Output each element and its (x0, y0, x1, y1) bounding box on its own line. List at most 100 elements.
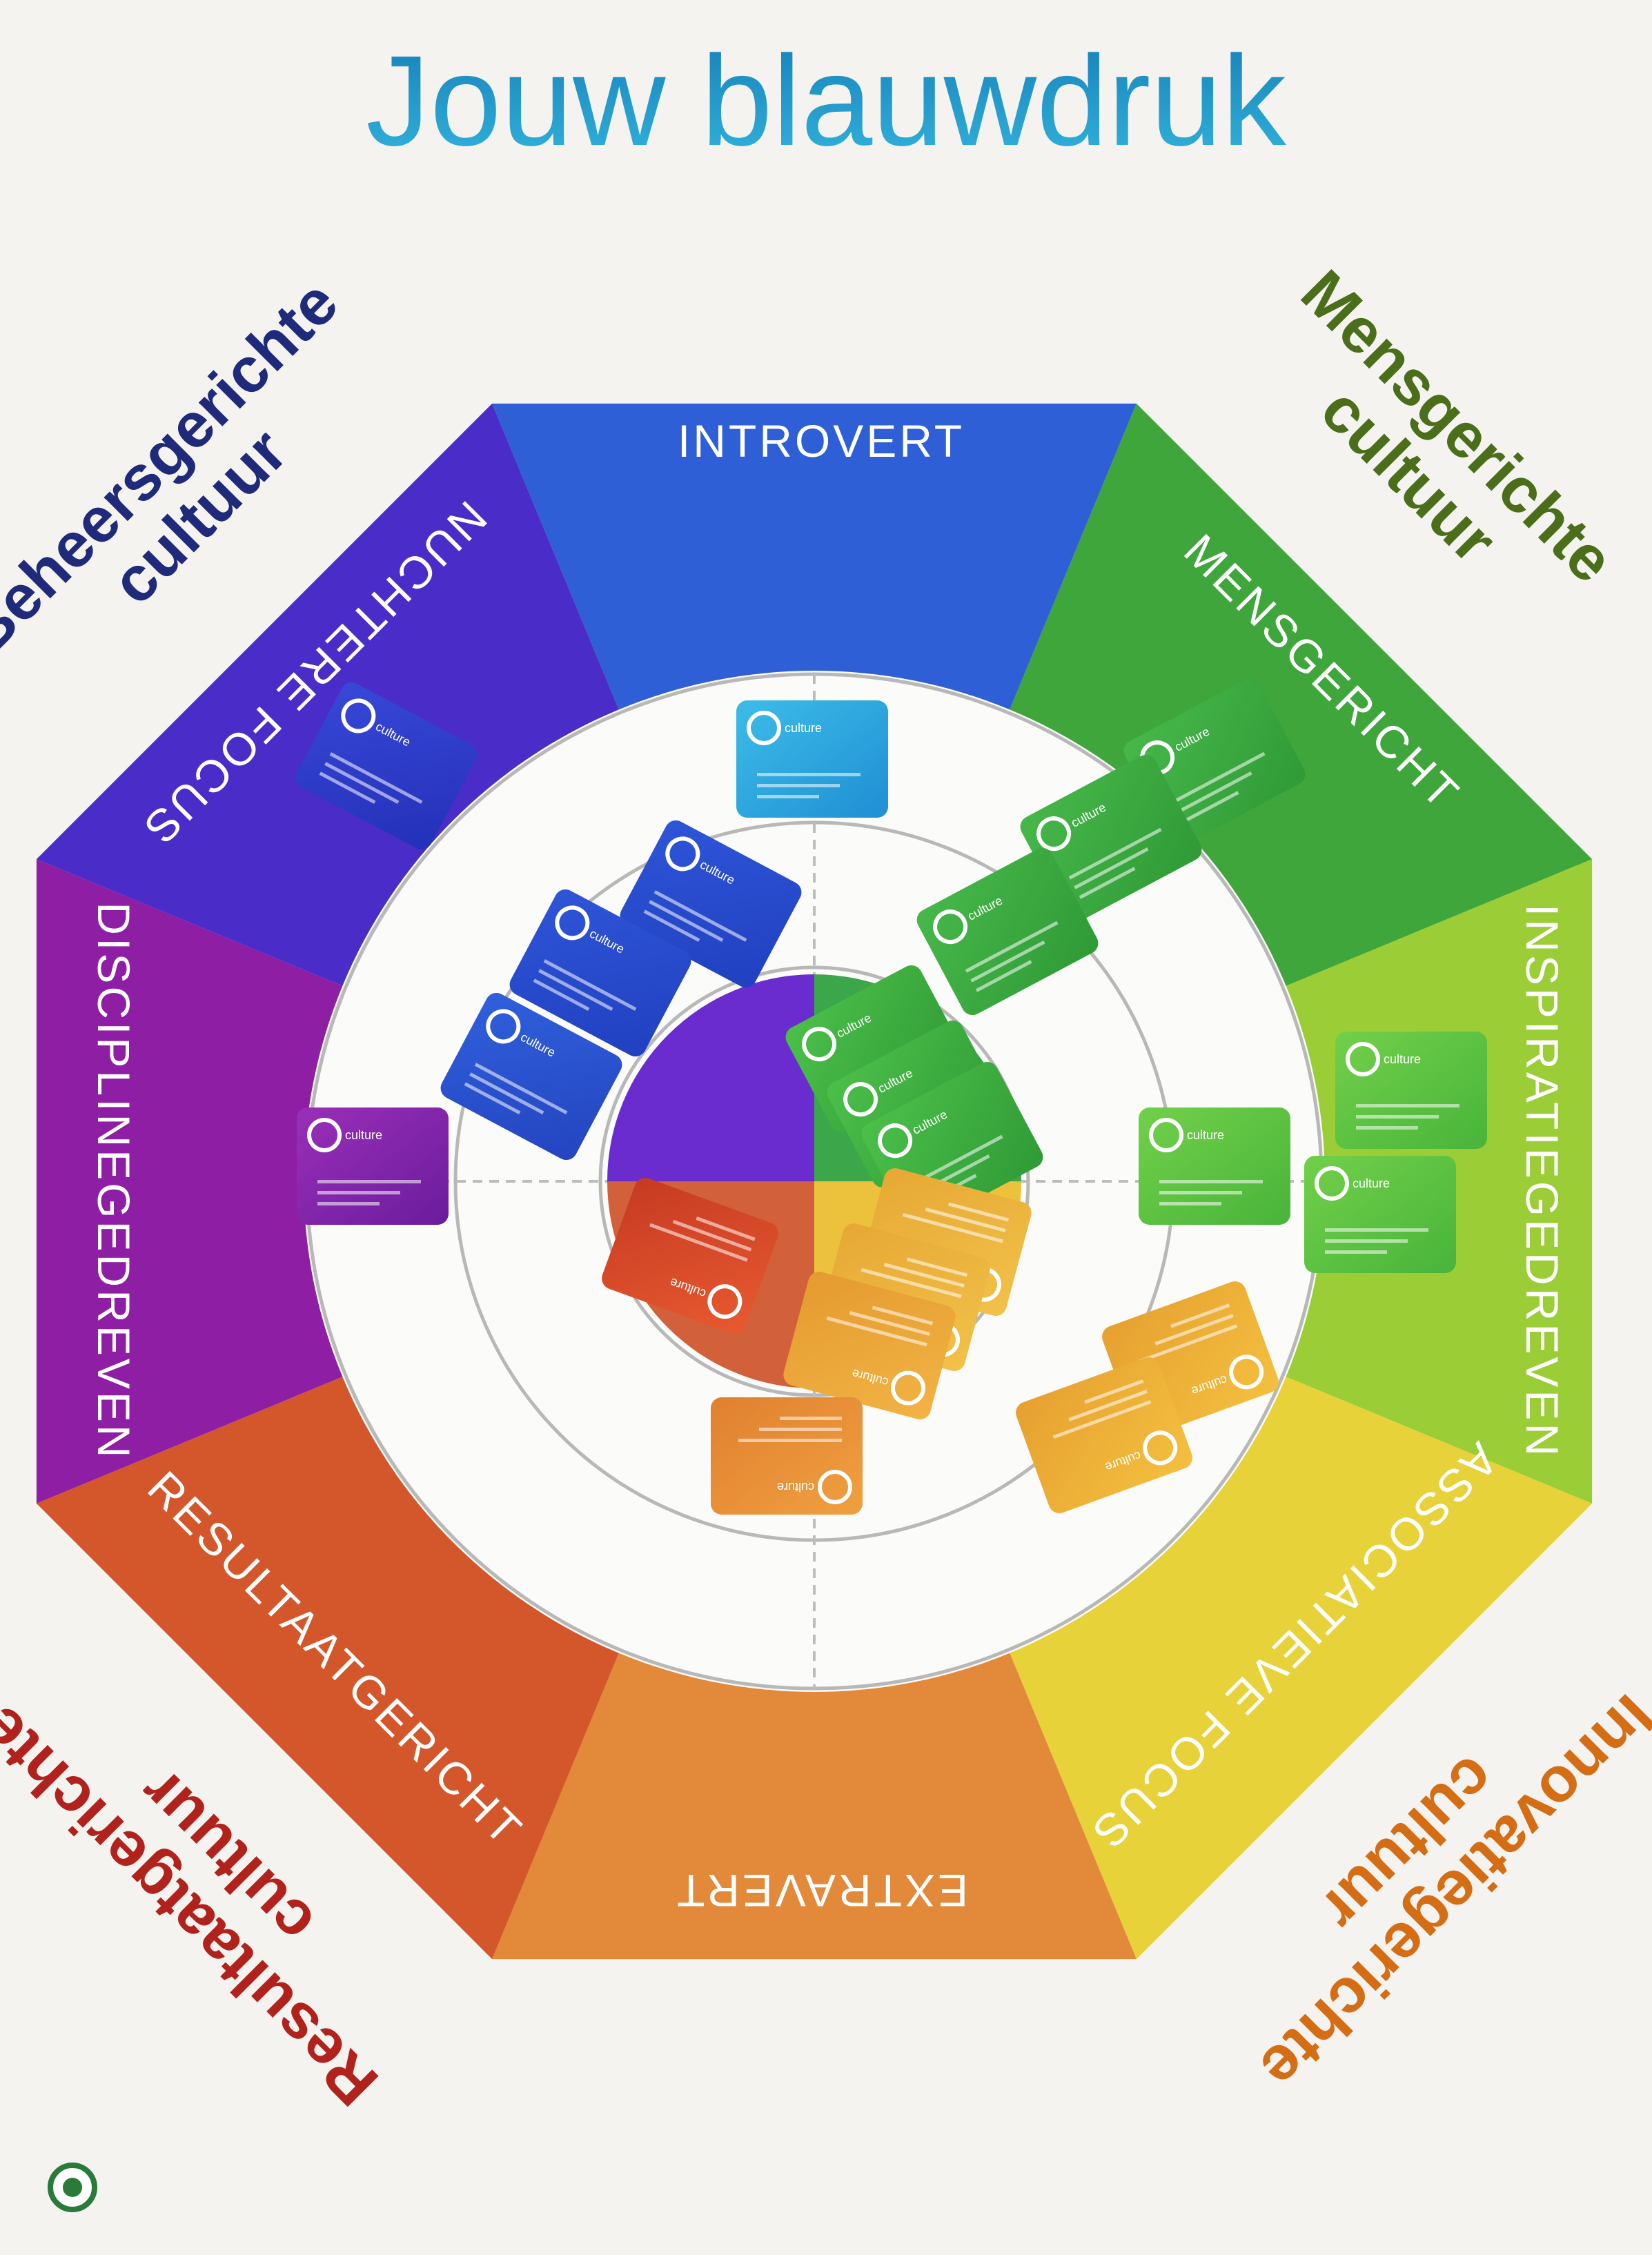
card-text-line (1159, 1180, 1263, 1183)
card-face (297, 1107, 449, 1225)
card-text-line (780, 1417, 842, 1420)
card-text-line (1159, 1191, 1242, 1194)
card-text-line (1159, 1202, 1221, 1205)
card-text-line (1325, 1228, 1428, 1232)
card-text-line (317, 1191, 400, 1194)
card-brand-label: culture (777, 1480, 814, 1494)
card-text-line (947, 1202, 1010, 1222)
card-logo-icon (890, 1370, 925, 1406)
culture-card: culture (295, 682, 478, 850)
card-text-line (970, 941, 1045, 983)
card-logo-icon (1036, 816, 1072, 851)
quadrant-blue (607, 974, 814, 1181)
card-text-line (909, 1134, 1003, 1187)
culture-card: culture (297, 1107, 449, 1225)
card-logo-icon (307, 1118, 342, 1152)
card-text-line (738, 1439, 842, 1442)
label-extravert: EXTRAVERT (674, 1865, 968, 1916)
card-text-line (975, 960, 1032, 992)
card-logo-icon (1149, 1118, 1183, 1152)
culture-card: culture (1335, 1032, 1487, 1149)
brand-logo-icon (48, 2163, 97, 2212)
card-logo-icon (1346, 1042, 1380, 1076)
card-logo-icon (341, 698, 376, 733)
card-text-line (872, 1306, 934, 1326)
card-brand-label: culture (1187, 1128, 1224, 1142)
label-inspiratiegedreven: INSPIRATIEGEDREVEN (1517, 904, 1568, 1459)
card-text-line (906, 1257, 968, 1277)
card-text-line (533, 978, 590, 1012)
culture-card: culture (916, 847, 1099, 1016)
card-text-line (474, 1063, 568, 1114)
card-text-line (649, 900, 724, 942)
card-text-line (324, 762, 400, 804)
card-face (602, 1178, 778, 1334)
culture-card: culture (1304, 1156, 1456, 1273)
card-text-line (543, 959, 637, 1011)
card-text-line (1325, 1239, 1408, 1243)
card-text-line (1139, 1324, 1238, 1363)
card-face (783, 1272, 956, 1419)
card-text-line (653, 890, 747, 942)
culture-card: culture (602, 1178, 778, 1334)
card-logo-icon (555, 905, 590, 941)
card-text-line (826, 1316, 927, 1347)
card-text-line (1084, 1379, 1144, 1404)
culture-card: culture (711, 1397, 863, 1515)
card-logo-icon (486, 1009, 521, 1044)
card-text-line (1074, 847, 1149, 889)
card-text-line (1052, 1400, 1152, 1439)
card-text-line (1068, 827, 1162, 880)
card-text-line (1356, 1126, 1418, 1130)
card-text-line (317, 1202, 380, 1205)
card-logo-icon (802, 1027, 837, 1062)
card-text-line (902, 1212, 1003, 1243)
card-face (1304, 1156, 1456, 1273)
card-text-line (1079, 867, 1136, 899)
card-text-line (696, 1217, 756, 1241)
card-face (1335, 1032, 1487, 1149)
card-logo-icon (665, 836, 700, 872)
label-disciplinegedreven: DISCIPLINEGEDREVEN (88, 902, 139, 1460)
culture-card: culture (783, 1272, 956, 1419)
culture-card: culture (509, 889, 691, 1057)
card-face (711, 1397, 863, 1515)
card-face (295, 682, 478, 850)
card-brand-label: culture (1353, 1176, 1390, 1190)
card-text-line (757, 795, 819, 798)
card-text-line (1356, 1104, 1459, 1107)
card-logo-icon (878, 1123, 913, 1159)
card-text-line (1325, 1250, 1387, 1254)
card-text-line (317, 1180, 421, 1183)
card-brand-label: culture (1384, 1052, 1421, 1066)
card-text-line (469, 1072, 544, 1114)
culture-card: culture (440, 992, 622, 1161)
card-text-line (757, 773, 861, 776)
card-brand-label: culture (345, 1128, 382, 1142)
card-logo-icon (933, 909, 968, 945)
card-logo-icon (818, 1470, 852, 1504)
poster-title: Jouw blauwdruk (366, 30, 1287, 173)
card-face (440, 992, 622, 1161)
card-text-line (1170, 1303, 1230, 1328)
card-text-line (965, 920, 1059, 973)
card-text-line (649, 1223, 748, 1262)
card-text-line (1177, 771, 1252, 814)
culture-card: culture (736, 700, 888, 818)
card-text-line (643, 909, 700, 943)
card-text-line (464, 1082, 521, 1115)
card-text-line (757, 784, 840, 787)
card-face (736, 700, 888, 818)
card-text-line (925, 1208, 1006, 1232)
card-text-line (1356, 1115, 1439, 1119)
card-text-line (861, 1268, 962, 1299)
card-logo-icon (747, 711, 781, 745)
card-layer: culturecultureculturecultureculturecultu… (295, 678, 1487, 1515)
card-brand-label: culture (785, 721, 822, 735)
card-logo-icon (1315, 1166, 1349, 1201)
card-logo-icon (707, 1284, 743, 1319)
card-face (1139, 1107, 1290, 1225)
card-text-line (1172, 751, 1266, 804)
card-logo-icon (1229, 1355, 1264, 1390)
